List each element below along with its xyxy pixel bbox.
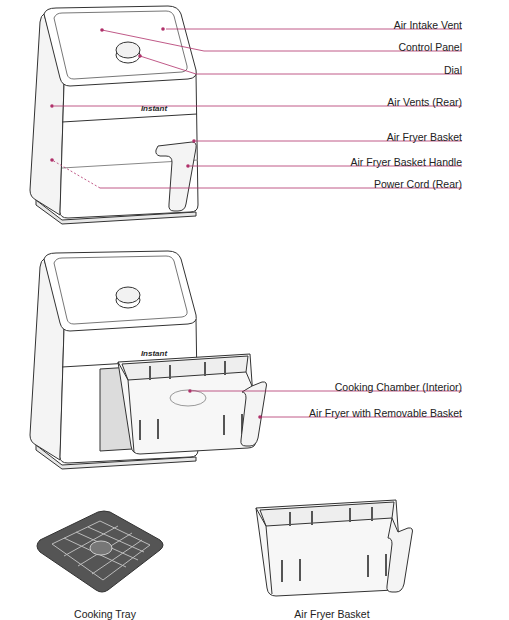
leader-dot xyxy=(186,164,190,168)
part-label: Cooking Chamber (Interior) xyxy=(335,377,462,395)
dial-top xyxy=(116,42,140,58)
label-text: Cooking Chamber (Interior) xyxy=(335,381,462,393)
basket-slots xyxy=(282,507,386,582)
leader-dot xyxy=(258,415,262,419)
label-text: Control Panel xyxy=(398,41,462,53)
brand-logo-text: Instant xyxy=(141,349,167,358)
part-label: Air Fryer Basket Handle xyxy=(351,152,462,170)
tray-hub xyxy=(90,541,112,555)
label-text: Air Vents (Rear) xyxy=(387,96,462,108)
part-label: Air Vents (Rear) xyxy=(387,92,462,110)
tray-outline xyxy=(37,511,163,592)
basket-handle xyxy=(241,372,267,446)
basket-edge xyxy=(256,508,272,594)
basket-rim xyxy=(122,356,248,380)
leader-dot xyxy=(138,54,142,58)
basket-edge xyxy=(118,362,134,452)
control-panel xyxy=(54,11,187,79)
leader-dot xyxy=(161,27,165,31)
brand-logo-text: Instant xyxy=(141,104,167,113)
leader-line xyxy=(140,56,462,74)
label-text: Cooking Tray xyxy=(74,608,136,620)
leader-dot xyxy=(100,28,104,32)
leader-dot xyxy=(50,104,54,108)
leader-dots xyxy=(50,27,262,419)
part-label: Control Panel xyxy=(398,37,462,55)
brand-logo: Instant xyxy=(141,342,167,360)
dial-top xyxy=(116,287,140,303)
part-label: Power Cord (Rear) xyxy=(374,174,462,192)
tray-grid xyxy=(52,521,150,580)
basket-floor-hub xyxy=(170,390,206,406)
tray-grid xyxy=(64,526,144,574)
label-text: Power Cord (Rear) xyxy=(374,178,462,190)
label-text: Air Intake Vent xyxy=(394,19,462,31)
basket-seam xyxy=(62,114,197,122)
air-fryer-unit xyxy=(30,6,198,224)
part-caption: Air Fryer Basket xyxy=(294,604,369,620)
air-fryer-basket xyxy=(256,500,413,596)
part-label: Air Fryer with Removable Basket xyxy=(309,403,462,421)
leader-line xyxy=(52,160,100,188)
part-label: Dial xyxy=(444,60,462,78)
cooking-tray xyxy=(37,511,163,592)
part-caption: Cooking Tray xyxy=(74,604,136,620)
part-label: Air Intake Vent xyxy=(394,15,462,33)
basket-slots xyxy=(140,361,242,440)
removable-basket xyxy=(118,354,267,454)
control-panel xyxy=(54,256,187,324)
leader-dot xyxy=(50,158,54,162)
basket-handle xyxy=(156,142,196,211)
leader-lines xyxy=(52,29,462,417)
top-lid xyxy=(44,251,196,331)
basket-handle xyxy=(387,518,413,592)
label-text: Dial xyxy=(444,64,462,76)
front-face xyxy=(60,74,198,218)
label-text: Air Fryer Basket xyxy=(387,131,462,143)
leader-dot xyxy=(192,139,196,143)
brand-logo: Instant xyxy=(141,97,167,115)
top-lid xyxy=(44,6,196,86)
basket-rim xyxy=(260,502,394,526)
label-text: Air Fryer Basket xyxy=(294,608,369,620)
leader-dot xyxy=(188,389,192,393)
basket-back xyxy=(118,354,256,454)
label-text: Air Fryer Basket Handle xyxy=(351,156,462,168)
basket-back xyxy=(256,500,402,596)
part-label: Air Fryer Basket xyxy=(387,127,462,145)
label-text: Air Fryer with Removable Basket xyxy=(309,407,462,419)
